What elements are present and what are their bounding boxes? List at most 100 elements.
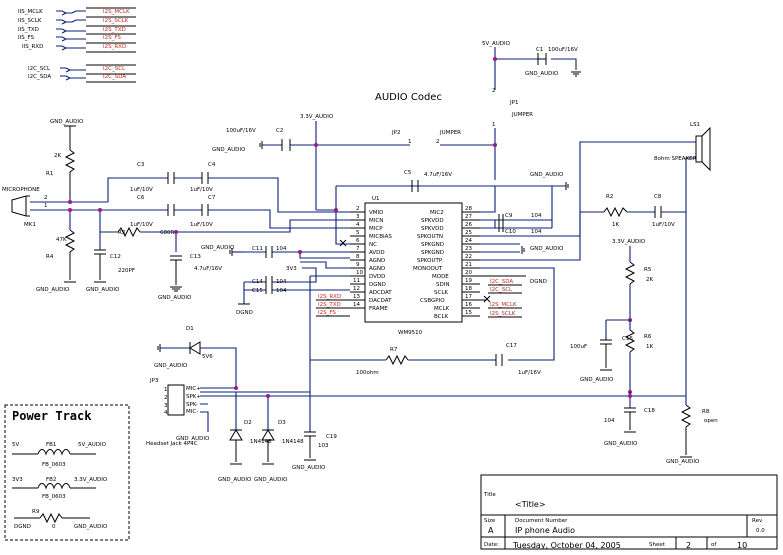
gnd-c5: GND_AUDIO — [530, 172, 564, 178]
tb-date-label: Date: — [484, 542, 499, 548]
u1-rpin-num-12: 16 — [465, 302, 472, 308]
tb-date-value: Tuesday, October 04, 2005 — [512, 541, 621, 550]
c13-ref: C13 — [190, 254, 201, 260]
gnd-c1: GND_AUDIO — [525, 71, 559, 77]
pt-5v: 5V — [12, 442, 19, 448]
mic-pin2: 2 — [44, 195, 48, 201]
r1-value: 2K — [54, 153, 61, 159]
ls1-value: 8ohm SPEAKER — [654, 156, 697, 162]
u1-lpin-num-6: 8 — [356, 254, 360, 260]
pt-33v-audio: 3.3V_AUDIO — [74, 477, 108, 483]
u1-rpin-name-13: BCLK — [434, 314, 449, 320]
c7-ref: C7 — [208, 195, 216, 201]
tb-sheet-label: Sheet — [649, 542, 666, 548]
tb-of-value: 10 — [737, 541, 747, 550]
ic-left-label-0: I2S_RXD — [318, 294, 341, 300]
r5-ref: R5 — [644, 267, 652, 273]
r7-ref: R7 — [390, 347, 398, 353]
ic-u1: U1 WM9510 2 VMID 3 MICN 4 MICP 5 MICBIAS… — [350, 196, 480, 336]
u1-lpin-name-6: AGND — [369, 258, 385, 264]
mk1-ref: MK1 — [24, 222, 36, 228]
u1-rpin-name-4: SPKGND — [421, 242, 444, 248]
ls1-ref: LS1 — [690, 122, 700, 128]
jp1-pin1: 1 — [492, 122, 496, 128]
gnd-c18: GND_AUDIO — [604, 441, 638, 447]
u1-rpin-name-0: MIC2 — [430, 210, 444, 216]
jp1-ref: JP1 — [509, 100, 518, 106]
r4-ref: R4 — [46, 254, 54, 260]
u1-lpin-num-4: 6 — [356, 238, 360, 244]
c17-value: 1uF/16V — [518, 370, 541, 376]
pt-gnd-audio: GND_AUDIO — [74, 524, 108, 530]
bus-right-3: I2S_FS — [103, 35, 121, 41]
r2-ref: R2 — [606, 194, 613, 200]
net-3v3: 3V3 — [286, 266, 297, 272]
headset-circuit: D1 GND_AUDIO 5V6 R7 100ohm C17 1uF/16V J… — [146, 275, 686, 483]
gnd-c19: GND_AUDIO — [292, 465, 326, 471]
pt-3v3: 3V3 — [12, 477, 23, 483]
jumper-label: JUMPER — [439, 130, 461, 136]
bus-left-0: IIS_MCLK — [18, 9, 43, 15]
c7-value: 1uF/10V — [190, 222, 213, 228]
fb2-value: FB_0603 — [42, 494, 66, 500]
gnd-d3: GND_AUDIO — [254, 477, 288, 483]
bus-left-2: IIS_TXD — [18, 27, 39, 33]
c14-value: 104 — [276, 279, 287, 285]
u1-rpin-num-13: 15 — [465, 310, 472, 316]
u1-lpin-num-9: 11 — [353, 278, 360, 284]
jp2-ref: JP2 — [391, 130, 400, 136]
u1-lpin-name-3: MICBIAS — [369, 234, 392, 240]
r9-value: 0 — [52, 524, 56, 530]
c10-value: 104 — [531, 229, 542, 235]
u1-lpin-num-1: 3 — [356, 214, 360, 220]
bus-label-block: IIS_MCLK IIS_SCLK IIS_TXD IIS_FS IIS_RXD… — [18, 7, 136, 83]
tb-docnum-label: Document Number — [515, 518, 568, 524]
c8-ref: C8 — [654, 194, 662, 200]
fb2-ref: FB2 — [46, 477, 56, 483]
ic-right-label-2: I2S_MCLK — [490, 302, 517, 308]
mic-pin1: 1 — [44, 203, 48, 209]
speaker-output: R2 1K C8 1uF/10V LS1 8ohm SPEAKER — [603, 122, 711, 405]
net-33v-audio-top: 3.3V_AUDIO — [300, 114, 334, 120]
c14-ref: C14 — [252, 279, 263, 285]
gnd-c16: GND_AUDIO — [580, 377, 614, 383]
ic-left-label-2: I2S_FS — [318, 310, 336, 316]
u1-rpin-num-8: 20 — [465, 270, 472, 276]
gnd-dgnd: DGND — [236, 310, 253, 316]
c12-ref: C12 — [110, 254, 121, 260]
pt-dgnd: DGND — [14, 524, 31, 530]
u1-rpin-num-6: 22 — [465, 254, 472, 260]
r1-ref: R1 — [46, 171, 53, 177]
bus-right-4: I2S_RXD — [103, 44, 126, 50]
u1-lpin-name-1: MICN — [369, 218, 383, 224]
tb-title-label: Title — [483, 492, 496, 498]
d2-value: 1N4148 — [250, 439, 272, 445]
c18-ref: C18 — [644, 408, 655, 414]
gnd-jp3: GND_AUDIO — [176, 436, 210, 442]
u1-rpin-name-2: SPKVDD — [421, 226, 444, 232]
ic-right-support: C5 4.7uF/16V GND_AUDIO C9 104 C10 104 GN… — [404, 141, 696, 361]
u1-lpin-num-7: 9 — [356, 262, 360, 268]
u1-rpin-num-11: 17 — [465, 294, 472, 300]
u1-rpin-name-5: SPKGND — [421, 250, 444, 256]
u1-lpin-num-5: 7 — [356, 246, 360, 252]
u1-rpin-num-2: 26 — [465, 222, 472, 228]
d3-value: 1N4148 — [282, 439, 304, 445]
c5-ref: C5 — [404, 170, 412, 176]
bus-right-1: I2S_SCLK — [103, 18, 129, 24]
mic-circuit: GND_AUDIO 2K R1 MICROPHONE 2 1 MK1 47K R… — [2, 119, 350, 301]
c15-ref: C15 — [252, 288, 263, 294]
tb-rev-label: Rev — [752, 518, 763, 524]
c4-value: 1uF/10V — [190, 187, 213, 193]
c8-value: 1uF/10V — [652, 222, 675, 228]
u1-lpin-name-5: AVDD — [369, 250, 385, 256]
r8-value: open — [704, 418, 718, 424]
tb-docnum-value: IP phone Audio — [515, 526, 575, 535]
power-track-title: Power Track — [12, 409, 92, 423]
d3-ref: D3 — [278, 420, 286, 426]
u1-rpin-num-3: 25 — [465, 230, 472, 236]
u1-rpin-name-12: MCLK — [434, 306, 450, 312]
c13-value: 4.7uF/16V — [194, 266, 222, 272]
u1-lpin-num-3: 5 — [356, 230, 360, 236]
